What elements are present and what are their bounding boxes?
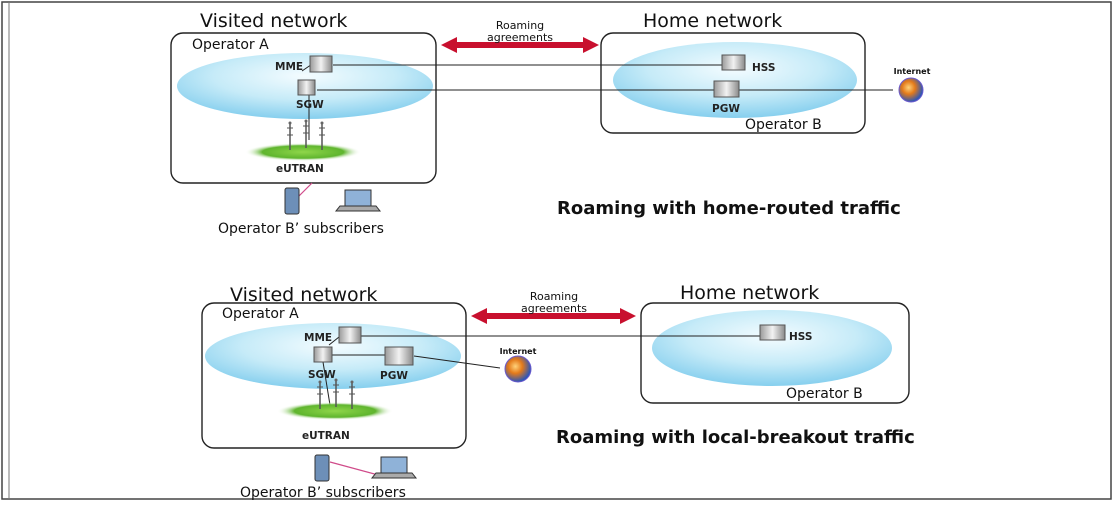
top-hss-label: HSS xyxy=(752,62,775,74)
bottom-diagram: Visited network Operator A Home network … xyxy=(201,282,915,501)
bottom-home-title: Home network xyxy=(680,282,819,304)
bottom-agreement-arrow xyxy=(471,308,636,324)
top-caption: Roaming with home-routed traffic xyxy=(557,198,901,219)
bottom-visited-title: Visited network xyxy=(230,284,377,306)
bottom-pgw-label: PGW xyxy=(380,370,408,382)
bottom-internet-label: Internet xyxy=(500,347,537,356)
bottom-sgw-enb-link xyxy=(322,361,331,406)
top-visited-box xyxy=(170,32,437,184)
bottom-sgw-node xyxy=(313,346,333,363)
top-subscribers-label: Operator B’ subscribers xyxy=(218,221,384,237)
top-grass xyxy=(245,143,361,161)
bottom-mme-label: MME xyxy=(304,332,332,344)
bottom-home-operator: Operator B xyxy=(786,386,863,402)
bottom-sgw-label: SGW xyxy=(308,369,336,381)
bottom-radio-link xyxy=(329,461,383,477)
top-visited-operator: Operator A xyxy=(192,37,269,53)
top-mme-node xyxy=(309,55,333,73)
bottom-phone-icon xyxy=(314,454,330,482)
bottom-visited-cloud xyxy=(205,323,461,389)
top-home-operator: Operator B xyxy=(745,117,822,133)
bottom-eutran-label: eUTRAN xyxy=(302,430,350,442)
bottom-agreement-label-2: agreements xyxy=(521,302,587,315)
bottom-pgw-node xyxy=(384,346,414,366)
top-mme-label: MME xyxy=(275,61,303,73)
bottom-mme-node xyxy=(338,326,362,344)
top-agreement-label-1: Roaming xyxy=(496,19,544,32)
top-laptop-icon xyxy=(344,189,372,207)
top-internet-icon xyxy=(898,77,924,103)
top-agreement-label-2: agreements xyxy=(487,31,553,44)
top-diagram: Visited network Operator A Home network … xyxy=(170,10,931,237)
top-home-box xyxy=(600,32,866,134)
bottom-pgw-internet-link xyxy=(413,355,501,369)
top-hss-node xyxy=(721,54,746,71)
bottom-subscribers-label: Operator B’ subscribers xyxy=(240,485,406,501)
bottom-caption: Roaming with local-breakout traffic xyxy=(556,427,915,448)
top-agreement-arrow xyxy=(441,37,599,53)
top-home-title: Home network xyxy=(643,10,782,32)
top-sgw-node xyxy=(297,79,316,96)
bottom-home-cloud xyxy=(652,310,892,386)
top-sgw-label: SGW xyxy=(296,99,324,111)
top-phone-icon xyxy=(284,187,300,215)
top-visited-title: Visited network xyxy=(200,10,347,32)
top-pgw-node xyxy=(713,80,740,98)
top-pgw-label: PGW xyxy=(712,103,740,115)
top-eutran-label: eUTRAN xyxy=(276,163,324,175)
top-internet-label: Internet xyxy=(894,67,931,76)
bottom-hss-node xyxy=(759,324,786,341)
top-home-cloud xyxy=(613,42,857,118)
bottom-agreement-label-1: Roaming xyxy=(530,290,578,303)
bottom-home-box xyxy=(640,302,910,404)
bottom-laptop-icon xyxy=(380,456,408,474)
bottom-visited-operator: Operator A xyxy=(222,306,299,322)
bottom-visited-box xyxy=(201,302,467,449)
bottom-grass xyxy=(277,402,393,420)
bottom-hss-label: HSS xyxy=(789,331,812,343)
bottom-internet-icon xyxy=(504,355,532,383)
